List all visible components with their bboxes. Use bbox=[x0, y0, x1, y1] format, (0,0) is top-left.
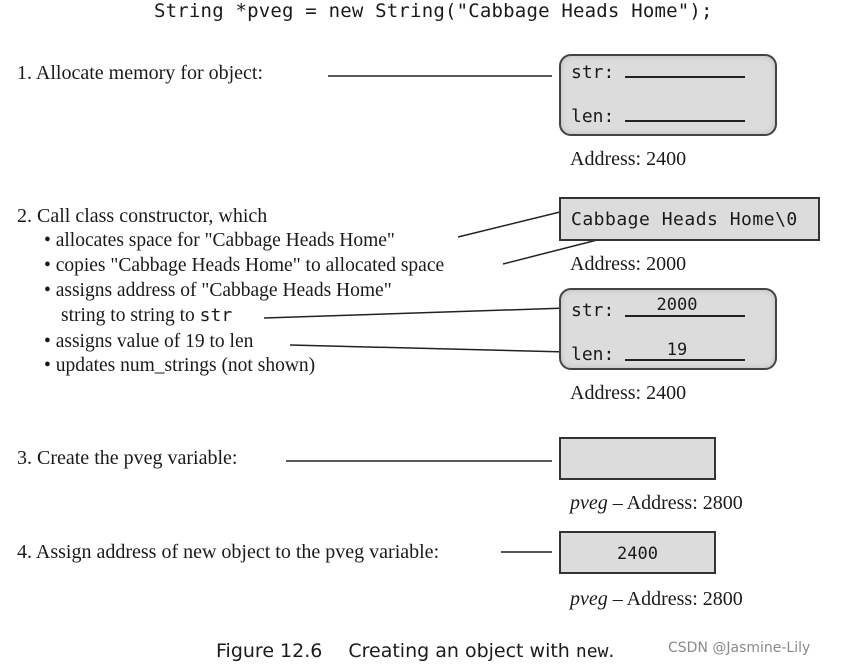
figure-caption-text: Creating an object with bbox=[348, 640, 576, 662]
bullet-assign-address: • assigns address of "Cabbage Heads Home… bbox=[44, 280, 392, 301]
pveg-address-step4: pveg – Address: 2800 bbox=[570, 588, 743, 611]
str-field-value: 2000 bbox=[656, 295, 698, 315]
step1-address: Address: 2400 bbox=[570, 148, 687, 170]
bullet-update-count: • updates num_strings (not shown) bbox=[44, 355, 316, 376]
pveg-value: 2400 bbox=[617, 544, 658, 564]
str-code-token: str bbox=[199, 305, 233, 326]
pveg-box-empty bbox=[559, 437, 716, 480]
figure-caption: Figure 12.6 Creating an object with new. bbox=[216, 640, 614, 662]
string-storage-box: Cabbage Heads Home\0 bbox=[559, 197, 820, 241]
bullet3-connector bbox=[263, 307, 568, 319]
len-field-label: len: bbox=[571, 344, 615, 365]
pveg-address-value: – Address: 2800 bbox=[607, 588, 743, 610]
bullet-allocate: • allocates space for "Cabbage Heads Hom… bbox=[44, 230, 395, 251]
code-statement: String *pveg = new String("Cabbage Heads… bbox=[154, 0, 713, 22]
bullet-assign-len: • assigns value of 19 to len bbox=[44, 331, 254, 352]
watermark: CSDN @Jasmine-Lily bbox=[668, 640, 811, 656]
pveg-address-value: – Address: 2800 bbox=[607, 492, 743, 514]
pveg-box-filled: 2400 bbox=[559, 531, 716, 574]
str-field-line bbox=[625, 76, 745, 78]
len-field-label: len: bbox=[571, 106, 615, 127]
step3-text: 3. Create the pveg variable: bbox=[17, 447, 238, 469]
bullet2-connector bbox=[502, 237, 606, 265]
object-box-empty: str: len: bbox=[559, 54, 777, 136]
bullet-copy: • copies "Cabbage Heads Home" to allocat… bbox=[44, 255, 445, 276]
string-storage-text: Cabbage Heads Home\0 bbox=[571, 209, 798, 230]
bullet-assign-address-text: string to string to bbox=[61, 305, 200, 326]
str-field-label: str: bbox=[571, 300, 615, 321]
len-field-line bbox=[625, 120, 745, 122]
pveg-var-name: pveg bbox=[570, 588, 608, 610]
object-address: Address: 2400 bbox=[570, 382, 687, 404]
object-box-filled: str: 2000 len: 19 bbox=[559, 288, 777, 370]
step1-text: 1. Allocate memory for object: bbox=[17, 62, 264, 84]
str-field-label: str: bbox=[571, 62, 615, 83]
figure-label: Figure 12.6 bbox=[216, 640, 323, 662]
bullet1-connector bbox=[457, 211, 561, 238]
bullet-assign-address-cont: string to string to str bbox=[61, 305, 232, 327]
len-field-value: 19 bbox=[666, 340, 688, 360]
step2-text: 2. Call class constructor, which bbox=[17, 205, 268, 227]
pveg-var-name: pveg bbox=[570, 492, 608, 514]
str-field-line bbox=[625, 315, 745, 317]
new-keyword: new bbox=[575, 641, 609, 662]
pveg-address-step3: pveg – Address: 2800 bbox=[570, 492, 743, 515]
string-address: Address: 2000 bbox=[570, 253, 687, 275]
figure-caption-period: . bbox=[608, 640, 615, 662]
step4-text: 4. Assign address of new object to the p… bbox=[17, 541, 440, 563]
bullet4-connector bbox=[289, 344, 569, 353]
len-field-line bbox=[625, 359, 745, 361]
